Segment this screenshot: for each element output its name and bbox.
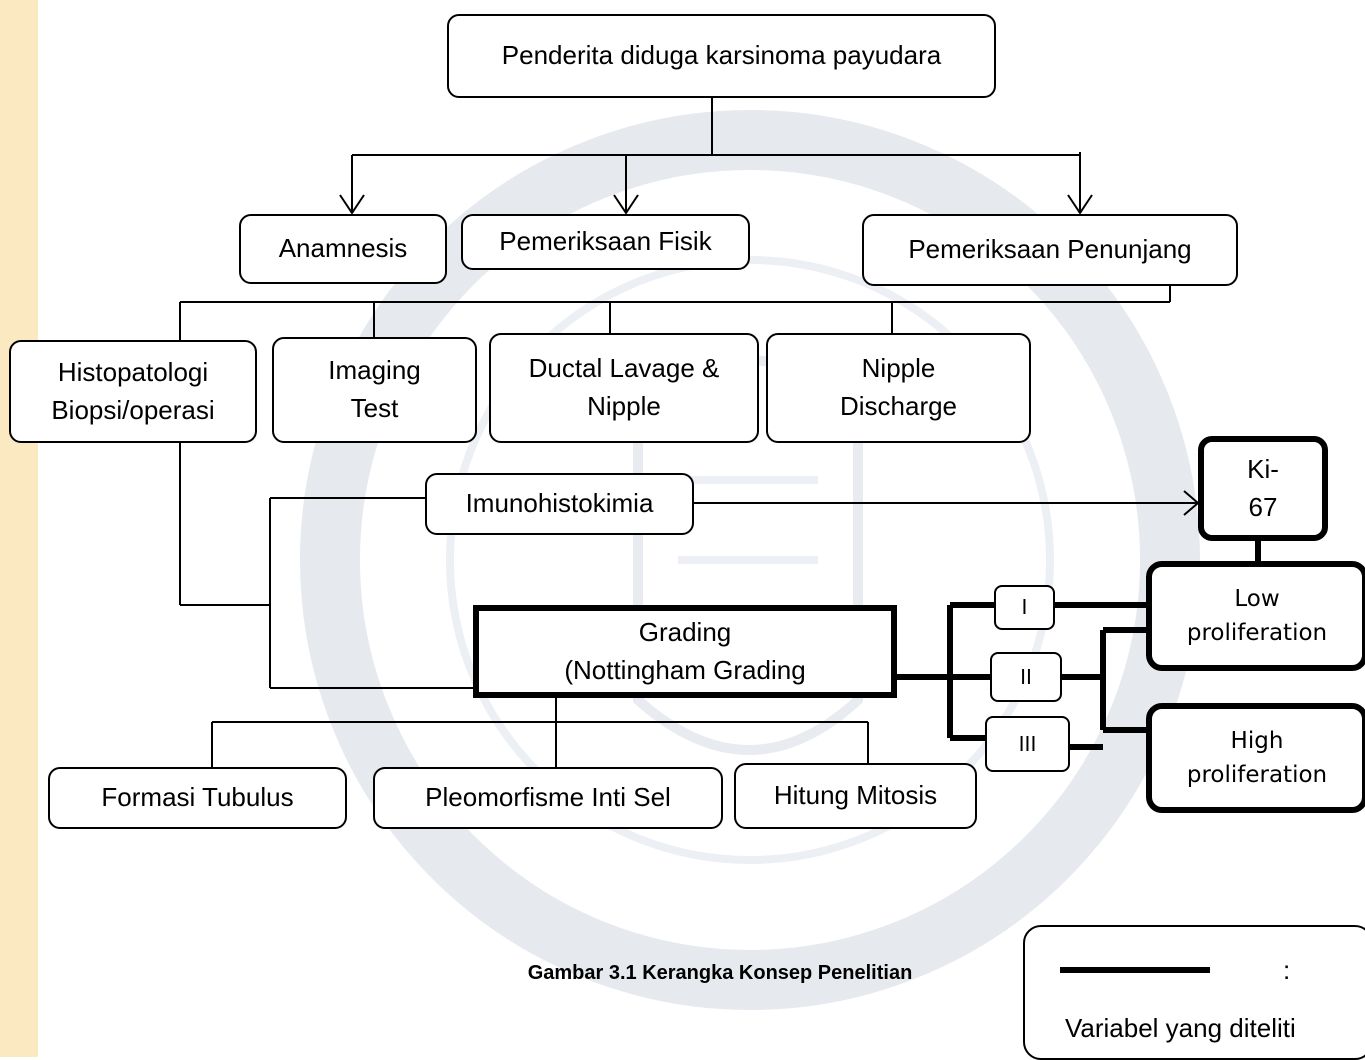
patient-box: Penderita diduga karsinoma payudara xyxy=(447,14,996,98)
left-margin-strip xyxy=(0,0,38,1057)
nipple-discharge-box: Nipple Discharge xyxy=(766,333,1031,443)
nuclear-pleomorphism-box: Pleomorfisme Inti Sel xyxy=(373,767,723,829)
figure-caption: Gambar 3.1 Kerangka Konsep Penelitian xyxy=(527,962,913,984)
grade-i-box: I xyxy=(994,585,1055,630)
legend-thick-line xyxy=(1060,967,1210,973)
grade-ii-box: II xyxy=(990,652,1062,702)
physical-exam-box: Pemeriksaan Fisik xyxy=(461,214,750,270)
tubule-formation-box: Formasi Tubulus xyxy=(48,767,347,829)
legend-label: Variabel yang diteliti xyxy=(1065,1013,1296,1043)
imaging-test-box: Imaging Test xyxy=(272,337,477,443)
legend-colon: : xyxy=(1283,955,1291,985)
grading-box: Grading (Nottingham Grading xyxy=(473,605,897,698)
legend-box: : Variabel yang diteliti xyxy=(1023,925,1365,1060)
ki67-box: Ki- 67 xyxy=(1198,436,1328,541)
anamnesis-box: Anamnesis xyxy=(239,214,447,284)
mitotic-count-box: Hitung Mitosis xyxy=(734,763,977,829)
histopathology-box: Histopatologi Biopsi/operasi xyxy=(9,340,257,443)
high-proliferation-box: High proliferation xyxy=(1146,703,1365,813)
immunohistochemistry-box: Imunohistokimia xyxy=(425,473,694,535)
ductal-lavage-box: Ductal Lavage & Nipple xyxy=(489,333,759,443)
grade-iii-box: III xyxy=(985,716,1070,772)
low-proliferation-box: Low proliferation xyxy=(1146,561,1365,671)
supporting-exam-box: Pemeriksaan Penunjang xyxy=(862,214,1238,286)
